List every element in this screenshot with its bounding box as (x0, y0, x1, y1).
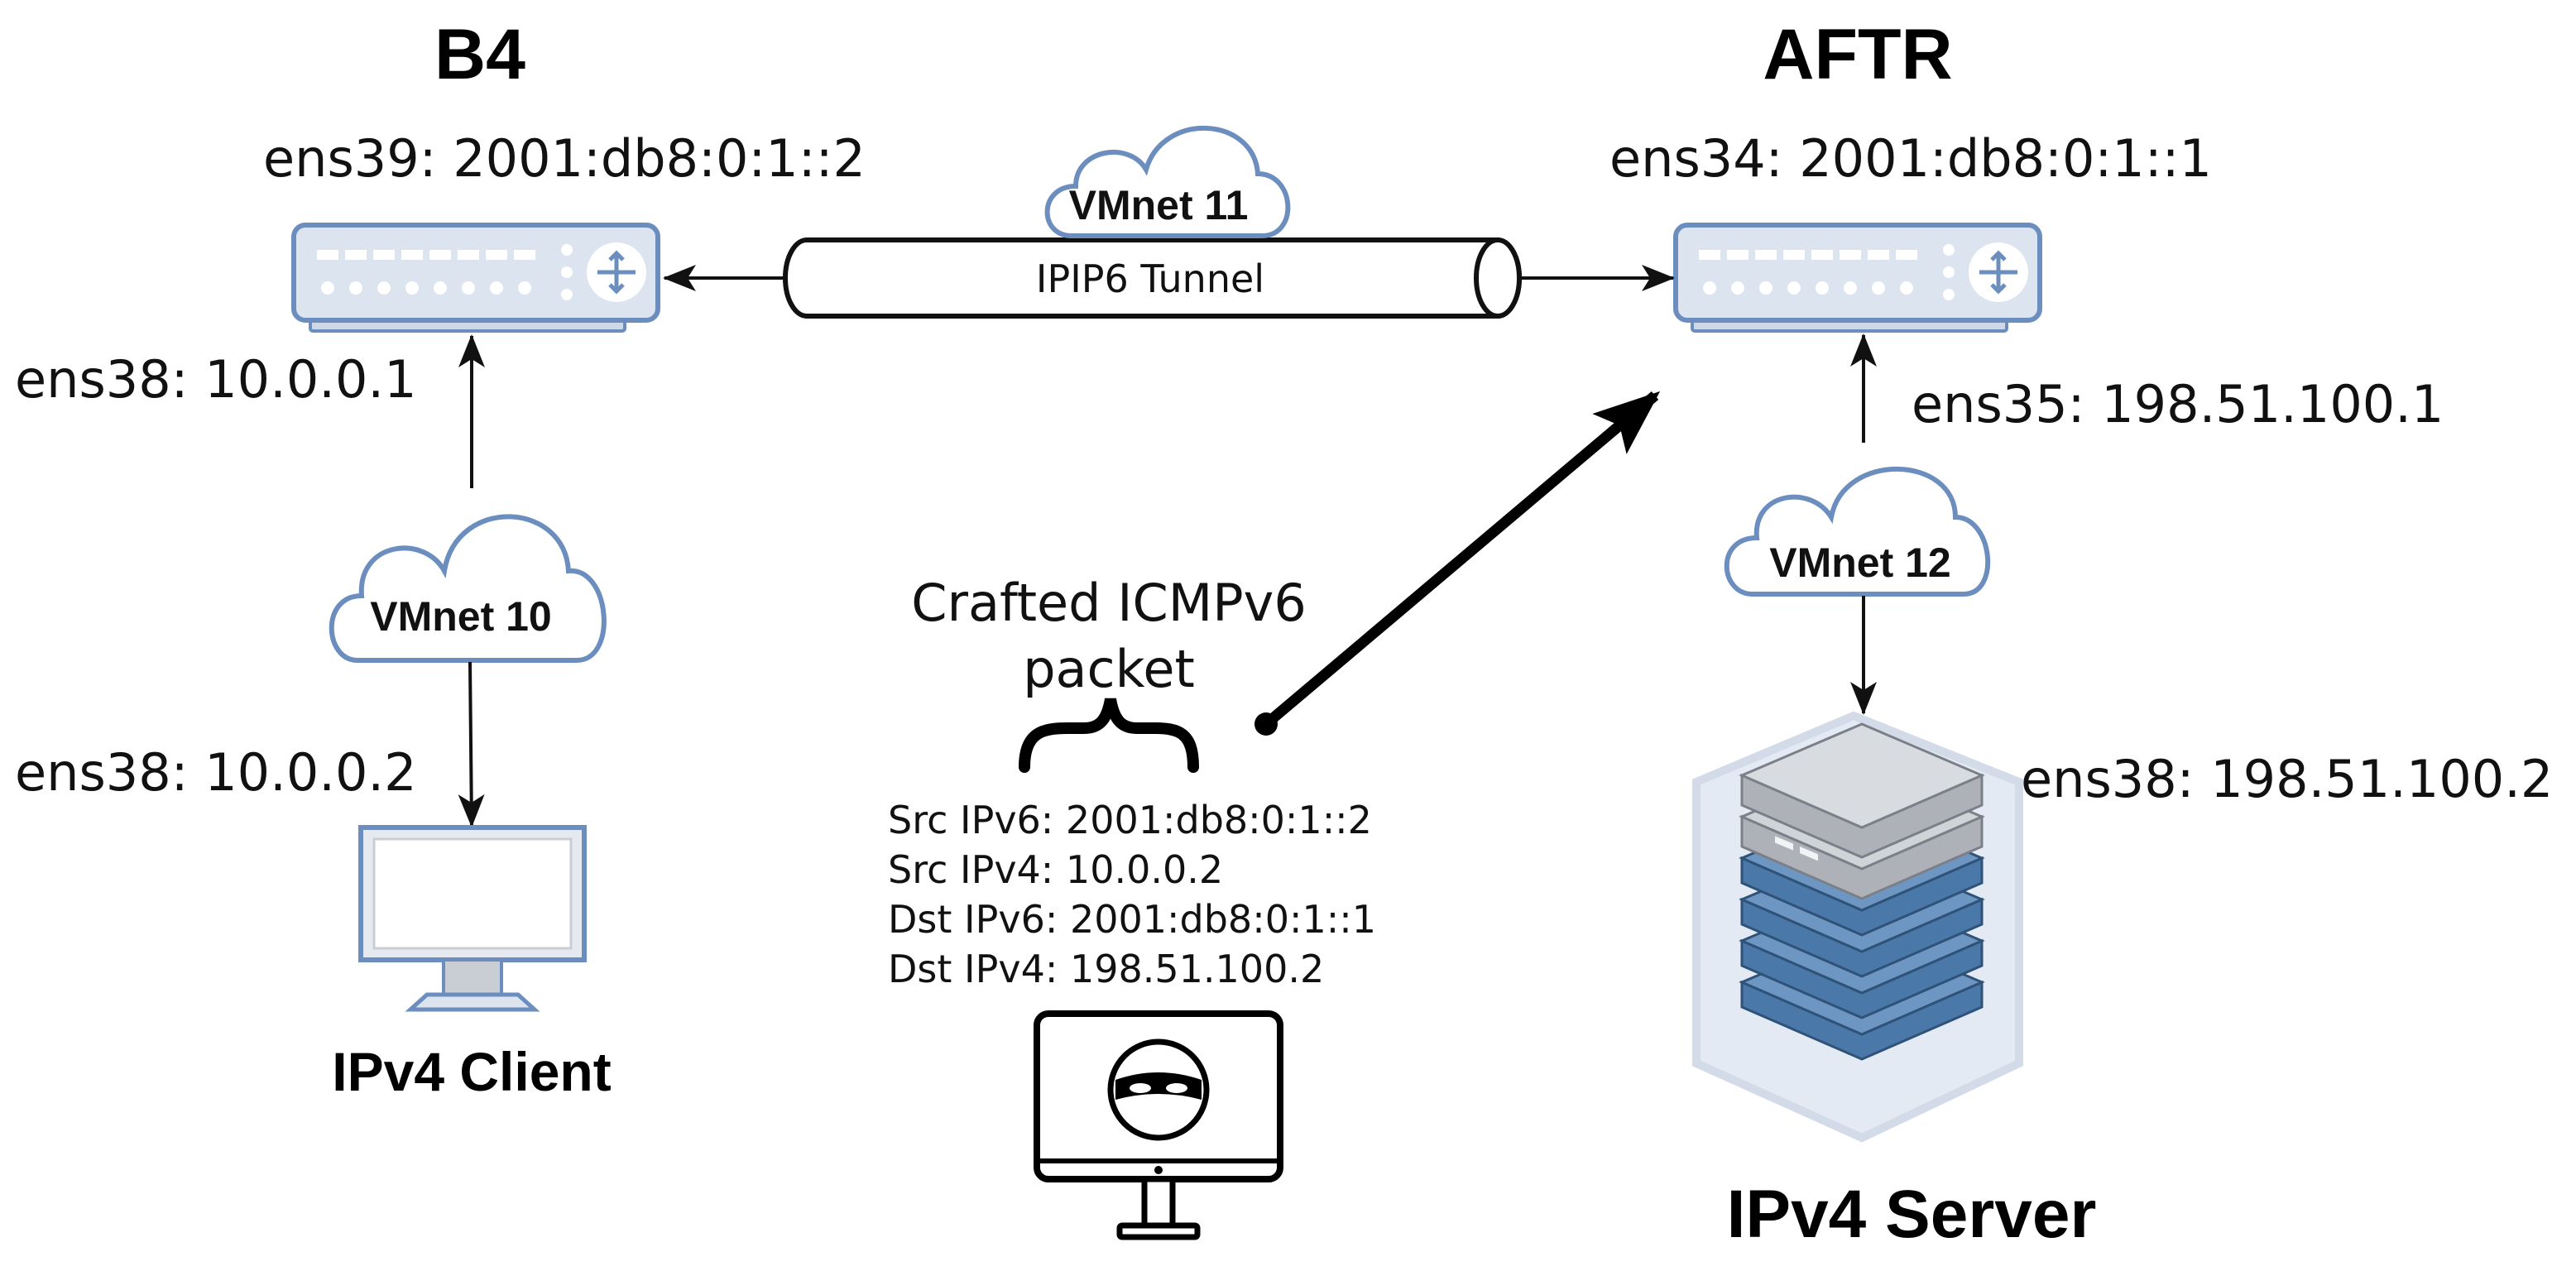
aftr-title: AFTR (1763, 15, 1952, 94)
crafted-packet-caption-line1: Crafted ICMPv6 (911, 573, 1307, 633)
vmnet10-label: VMnet 10 (370, 593, 552, 640)
curly-brace-icon (1019, 698, 1199, 773)
packet-fields: Src IPv6: 2001:db8:0:1::2 Src IPv4: 10.0… (888, 798, 1376, 991)
packet-field-src-ipv4: Src IPv4: 10.0.0.2 (888, 847, 1223, 892)
tunnel-label: IPIP6 Tunnel (1036, 257, 1264, 301)
aftr-ipv6-interface-label: ens34: 2001:db8:0:1::1 (1609, 128, 2212, 189)
aftr-router-icon (1673, 223, 2042, 333)
server-rack-icon (1692, 711, 2023, 1143)
vmnet12-label: VMnet 12 (1769, 540, 1951, 586)
desktop-monitor-icon (358, 825, 587, 1012)
cloud-icon-vmnet11: VMnet 11 (1044, 126, 1291, 238)
client-interface-label: ens38: 10.0.0.2 (15, 742, 417, 803)
vmnet10-to-client-arrow (458, 661, 485, 827)
packet-field-src-ipv6: Src IPv6: 2001:db8:0:1::2 (888, 798, 1372, 842)
client-title: IPv4 Client (332, 1041, 611, 1102)
server-title: IPv4 Server (1727, 1177, 2097, 1252)
b4-ipv4-interface-label: ens38: 10.0.0.1 (15, 349, 417, 410)
b4-ipv6-interface-label: ens39: 2001:db8:0:1::2 (263, 128, 866, 189)
b4-router-icon (291, 223, 660, 333)
cloud-icon-vmnet10: VMnet 10 (329, 514, 607, 663)
packet-field-dst-ipv6: Dst IPv6: 2001:db8:0:1::1 (888, 897, 1376, 942)
hacker-monitor-icon (1034, 1010, 1283, 1240)
ipip6-tunnel: IPIP6 Tunnel (783, 237, 1522, 319)
crafted-packet-caption-line2: packet (1023, 639, 1195, 699)
b4-title: B4 (434, 15, 525, 94)
packet-field-dst-ipv4: Dst IPv4: 198.51.100.2 (888, 947, 1324, 991)
cloud-icon-vmnet12: VMnet 12 (1724, 466, 1991, 597)
server-interface-label: ens38: 198.51.100.2 (2021, 749, 2553, 809)
vmnet11-label: VMnet 11 (1069, 182, 1249, 228)
attack-path-arrow (1262, 391, 1661, 728)
aftr-ipv4-interface-label: ens35: 198.51.100.1 (1912, 374, 2444, 434)
